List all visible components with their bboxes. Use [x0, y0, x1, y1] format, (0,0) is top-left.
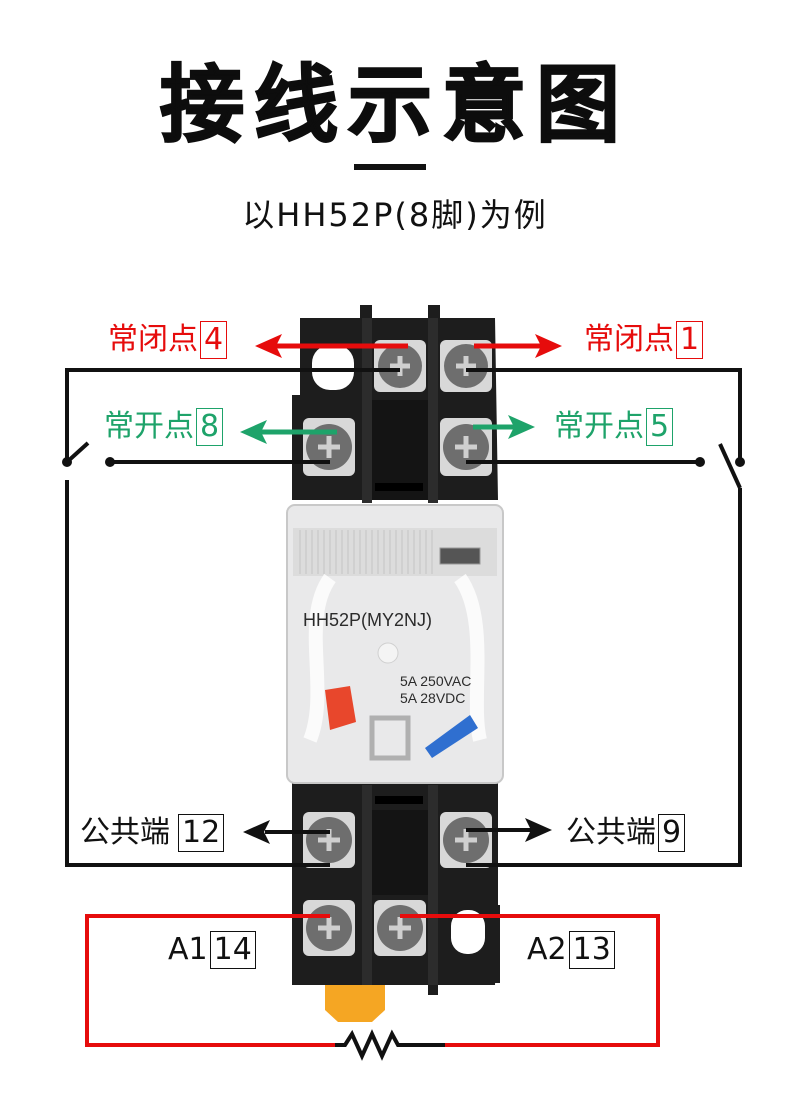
arrow-right-icon — [525, 818, 552, 842]
resistor-icon — [335, 1029, 445, 1061]
relay-rating-ac: 5A 250VAC — [400, 673, 472, 689]
title-divider — [354, 164, 426, 170]
screw-terminals — [303, 340, 492, 956]
mount-hole-top — [312, 345, 354, 390]
terminal-9 — [440, 812, 492, 868]
led-indicator — [325, 686, 356, 730]
right-contact-circuit — [466, 368, 742, 867]
terminal-1 — [440, 340, 492, 392]
terminal-8 — [303, 418, 355, 476]
arrow-right-icon — [508, 415, 535, 439]
pin-number-box: 4 — [200, 321, 228, 359]
relay-model: HH52P(MY2NJ) — [303, 610, 433, 630]
terminal-13 — [374, 900, 426, 956]
label-text: 公共端 — [80, 815, 170, 850]
label-text: 常开点 — [104, 409, 194, 444]
pin-number-box: 1 — [676, 321, 704, 359]
label-text: A1 — [168, 932, 208, 967]
pin-number-box: 13 — [568, 931, 615, 969]
nc-arrows — [255, 334, 562, 358]
terminal-14 — [303, 900, 355, 956]
left-contact-circuit — [65, 368, 400, 867]
relay-body — [286, 504, 504, 784]
pin-number-box: 8 — [196, 408, 224, 446]
terminal-4 — [374, 340, 426, 392]
pin-number-box: 5 — [646, 408, 674, 446]
label-text: 常闭点 — [584, 322, 674, 357]
page-subtitle: 以HH52P(8脚)为例 — [242, 196, 548, 234]
arrow-left-icon — [255, 334, 282, 358]
no-arrows — [240, 415, 535, 444]
label-text: A2 — [527, 932, 567, 967]
page-title: 接线示意图 — [159, 55, 630, 155]
mount-hole-bottom — [451, 910, 485, 954]
arrow-left-icon — [240, 420, 267, 444]
label-text: 公共端 — [566, 815, 656, 850]
relay-rating-dc: 5A 28VDC — [400, 690, 466, 706]
label-text: 常开点 — [554, 409, 644, 444]
pin-number-box: 14 — [209, 931, 256, 969]
terminal-12 — [303, 812, 355, 868]
coil-circuit — [85, 914, 660, 1047]
pin-number-box: 9 — [658, 814, 686, 852]
label-text: 常闭点 — [108, 322, 198, 357]
arrow-left-icon — [243, 820, 270, 844]
pin-number-box: 12 — [178, 814, 225, 852]
arrow-right-icon — [535, 334, 562, 358]
